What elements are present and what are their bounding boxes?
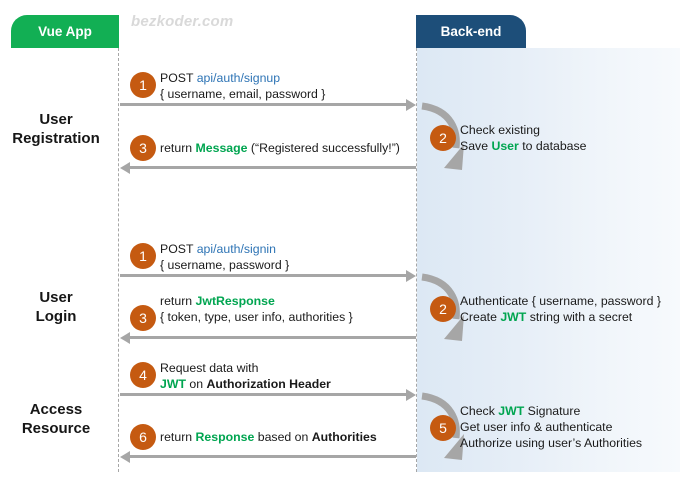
step-text-2-check-user: Check existing Save User to database: [460, 122, 587, 154]
server-self-arrow-2: [421, 273, 464, 341]
server-self-arrow-1: [421, 102, 464, 170]
step1-post-verb: POST: [160, 71, 197, 85]
step1-endpoint: api/auth/signup: [196, 71, 281, 85]
step2-save-pre: Save: [460, 139, 492, 153]
step2-check-existing: Check existing: [460, 123, 540, 137]
signin-post-verb: POST: [160, 242, 197, 256]
watermark-bezkoder: bezkoder.com: [131, 13, 234, 30]
step-badge-1-signin: 1: [130, 243, 156, 269]
step-badge-2-authenticate: 2: [430, 296, 456, 322]
step2-save-user: Save User to database: [460, 138, 587, 154]
step-text-5-check-jwt: Check JWT Signature Get user info & auth…: [460, 403, 642, 451]
check-post: Signature: [524, 404, 581, 418]
section-label-line1: User: [39, 111, 73, 128]
response-return-pre: return: [160, 430, 196, 444]
response-keyword: Response: [195, 430, 255, 444]
section-label-line2: Resource: [21, 420, 91, 437]
authorization-header-label: Authorization Header: [206, 377, 331, 391]
arrow-head-signup: [406, 99, 416, 111]
section-label-user-login: User Login: [0, 288, 112, 326]
step2-save-post: to database: [518, 139, 587, 153]
actor-back-end: Back-end: [416, 15, 526, 48]
step3-message-post: (“Registered successfully!”): [247, 141, 400, 155]
step-text-1-signup: POST api/auth/signup { username, email, …: [160, 70, 325, 102]
arrow-head-signin: [406, 270, 416, 282]
step1-payload: { username, email, password }: [160, 87, 326, 101]
step3-message-keyword: Message: [195, 141, 248, 155]
signin-endpoint: api/auth/signin: [196, 242, 276, 256]
server-self-arrow-3: [421, 392, 464, 460]
arrow-line-response: [130, 455, 416, 459]
step-text-6-response: return Response based on Authorities: [160, 429, 377, 445]
step-text-3-message: return Message (“Registered successfully…: [160, 140, 400, 156]
section-label-line1: Access: [29, 401, 83, 418]
jwt-keyword: JWT: [500, 310, 527, 324]
actor-vue-app: Vue App: [11, 15, 119, 48]
server-lifeline: [416, 48, 417, 472]
section-label-access-resource: Access Resource: [0, 400, 112, 438]
step2-user-keyword: User: [491, 139, 519, 153]
request-line2: JWT on Authorization Header: [160, 376, 331, 392]
arrow-line-signup: [120, 103, 408, 107]
create-pre: Create: [460, 310, 501, 324]
step-badge-6-response: 6: [130, 424, 156, 450]
jwtresponse-payload: { token, type, user info, authorities }: [160, 310, 353, 324]
backend-activation-band: [417, 48, 680, 472]
arrow-line-message: [130, 166, 416, 170]
arrow-head-response: [120, 451, 130, 463]
step-badge-3-jwtresponse: 3: [130, 305, 156, 331]
step-badge-3-message: 3: [130, 135, 156, 161]
step-badge-5-check-jwt: 5: [430, 415, 456, 441]
step-badge-4-request: 4: [130, 362, 156, 388]
signin-payload: { username, password }: [160, 258, 290, 272]
section-label-line2: Login: [35, 308, 77, 325]
arrow-head-jwtresponse: [120, 332, 130, 344]
arrow-head-request: [406, 389, 416, 401]
section-label-user-registration: User Registration: [0, 110, 112, 148]
authorities-label: Authorities: [311, 430, 377, 444]
create-jwt-line: Create JWT string with a secret: [460, 309, 661, 325]
get-user-info-line: Get user info & authenticate: [460, 420, 613, 434]
arrow-head-message: [120, 162, 130, 174]
step-text-2-authenticate: Authenticate { username, password } Crea…: [460, 293, 661, 325]
step-text-4-request: Request data with JWT on Authorization H…: [160, 360, 331, 392]
response-mid: based on: [254, 430, 312, 444]
step-badge-1-signup: 1: [130, 72, 156, 98]
authenticate-line: Authenticate { username, password }: [460, 294, 661, 308]
step-text-3-jwtresponse: return JwtResponse { token, type, user i…: [160, 293, 353, 325]
create-post: string with a secret: [526, 310, 633, 324]
request-jwt-keyword: JWT: [160, 377, 186, 391]
client-lifeline: [118, 48, 119, 472]
section-label-line2: Registration: [12, 130, 100, 147]
arrow-line-jwtresponse: [130, 336, 416, 340]
section-label-line1: User: [39, 289, 73, 306]
jwtresponse-keyword: JwtResponse: [195, 294, 275, 308]
arrow-line-signin: [120, 274, 408, 278]
request-on: on: [185, 377, 207, 391]
step3-return-pre: return: [160, 141, 196, 155]
request-line1: Request data with: [160, 361, 259, 375]
check-pre: Check: [460, 404, 499, 418]
step-text-1-signin: POST api/auth/signin { username, passwor…: [160, 241, 289, 273]
arrow-line-request: [120, 393, 408, 397]
authorize-line: Authorize using user’s Authorities: [460, 436, 643, 450]
check-jwt-signature-line: Check JWT Signature: [460, 403, 642, 419]
jwtresponse-return-pre: return: [160, 294, 196, 308]
step-badge-2-check-user: 2: [430, 125, 456, 151]
check-jwt-keyword: JWT: [498, 404, 525, 418]
